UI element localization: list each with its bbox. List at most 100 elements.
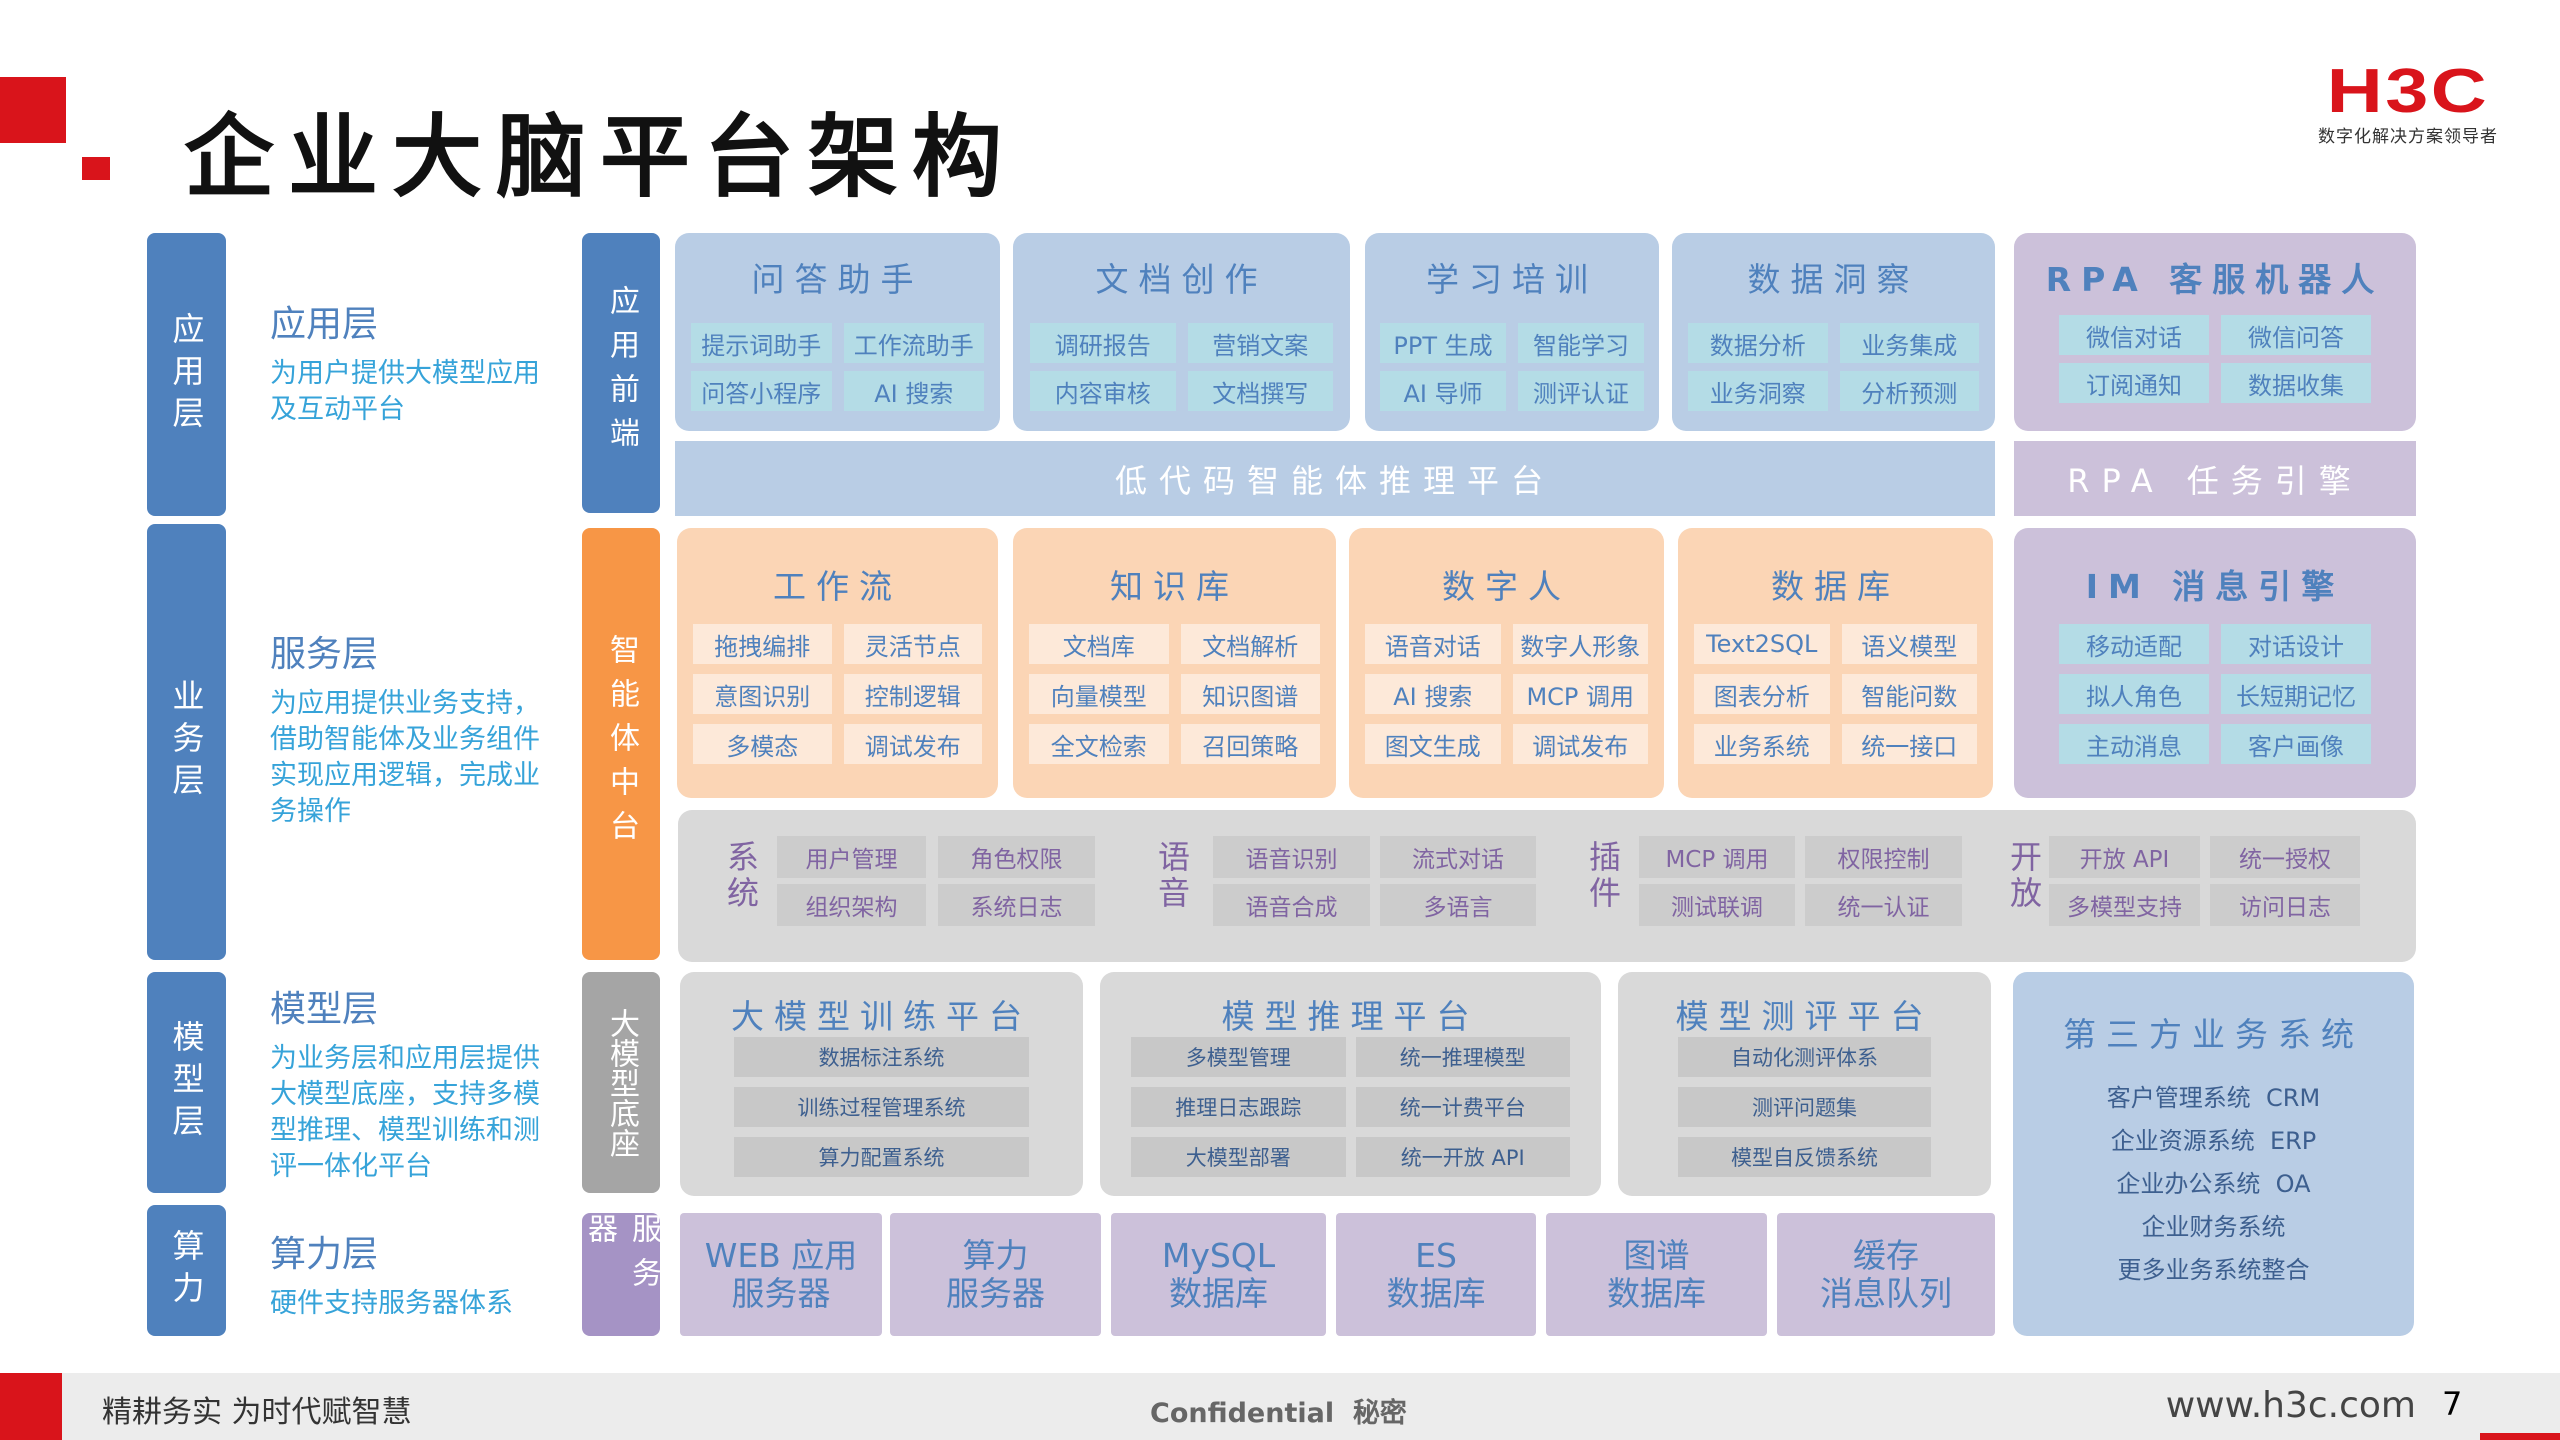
module-item[interactable]: 数字人形象 bbox=[1512, 624, 1648, 664]
module-item[interactable]: PPT 生成 bbox=[1380, 323, 1506, 363]
capability-item[interactable]: 流式对话 bbox=[1380, 836, 1536, 878]
module-item[interactable]: 拟人角色 bbox=[2059, 674, 2209, 714]
capability-item[interactable]: 权限控制 bbox=[1805, 836, 1962, 878]
layer-bar[interactable]: 模型层 bbox=[147, 972, 226, 1193]
module-item[interactable]: 模型自反馈系统 bbox=[1678, 1137, 1931, 1177]
module-item[interactable]: 测评问题集 bbox=[1678, 1087, 1931, 1127]
module-item[interactable]: 业务系统 bbox=[1694, 724, 1830, 764]
module-item[interactable]: 训练过程管理系统 bbox=[734, 1087, 1029, 1127]
module-item[interactable]: 向量模型 bbox=[1029, 674, 1169, 714]
layer-bar[interactable]: 业务层 bbox=[147, 524, 226, 960]
third-party-item[interactable]: 客户管理系统 CRM bbox=[2106, 1084, 2321, 1112]
module-item[interactable]: 统一开放 API bbox=[1355, 1137, 1570, 1177]
capability-item[interactable]: 多模型支持 bbox=[2049, 884, 2200, 926]
module-item[interactable]: 推理日志跟踪 bbox=[1131, 1087, 1346, 1127]
capability-item[interactable]: 组织架构 bbox=[777, 884, 926, 926]
server-box[interactable]: 图谱数据库 bbox=[1546, 1213, 1767, 1336]
module-item[interactable]: AI 搜索 bbox=[1365, 674, 1501, 714]
module-item[interactable]: 文档解析 bbox=[1180, 624, 1320, 664]
module-item[interactable]: 问答小程序 bbox=[691, 371, 832, 411]
module-item[interactable]: 自动化测评体系 bbox=[1678, 1037, 1931, 1077]
server-box[interactable]: 算力服务器 bbox=[890, 1213, 1101, 1336]
server-box[interactable]: 缓存消息队列 bbox=[1777, 1213, 1995, 1336]
rpa-engine-bar[interactable]: RPA 任务引擎 bbox=[2014, 441, 2416, 516]
capability-item[interactable]: 语音合成 bbox=[1213, 884, 1370, 926]
module-item[interactable]: 营销文案 bbox=[1187, 323, 1333, 363]
module-item[interactable]: 灵活节点 bbox=[843, 624, 982, 664]
capability-item[interactable]: 统一授权 bbox=[2210, 836, 2360, 878]
module-item[interactable]: 数据分析 bbox=[1688, 323, 1828, 363]
module-item[interactable]: 微信问答 bbox=[2221, 315, 2371, 355]
section-bar[interactable]: 服务器 bbox=[582, 1213, 661, 1336]
module-item[interactable]: 移动适配 bbox=[2059, 624, 2209, 664]
capability-item[interactable]: MCP 调用 bbox=[1639, 836, 1795, 878]
module-item[interactable]: 多模态 bbox=[693, 724, 832, 764]
module-item[interactable]: 统一推理模型 bbox=[1355, 1037, 1570, 1077]
section-bar[interactable]: 大模型底座 bbox=[582, 972, 660, 1193]
module-item[interactable]: 调试发布 bbox=[1512, 724, 1648, 764]
capability-item[interactable]: 系统日志 bbox=[938, 884, 1095, 926]
module-item[interactable]: 意图识别 bbox=[693, 674, 832, 714]
module-item[interactable]: 多模型管理 bbox=[1131, 1037, 1346, 1077]
module-item[interactable]: 语义模型 bbox=[1841, 624, 1977, 664]
module-item[interactable]: 客户画像 bbox=[2221, 724, 2371, 764]
layer-bar[interactable]: 算力 bbox=[147, 1205, 226, 1336]
module-item[interactable]: 内容审核 bbox=[1030, 371, 1176, 411]
module-item[interactable]: 知识图谱 bbox=[1180, 674, 1320, 714]
module-item[interactable]: AI 导师 bbox=[1380, 371, 1506, 411]
server-box[interactable]: WEB 应用服务器 bbox=[680, 1213, 882, 1336]
module-item[interactable]: 测评认证 bbox=[1518, 371, 1644, 411]
third-party-item[interactable]: 企业资源系统 ERP bbox=[2110, 1127, 2317, 1155]
module-item[interactable]: MCP 调用 bbox=[1512, 674, 1648, 714]
module-item[interactable]: 长短期记忆 bbox=[2221, 674, 2371, 714]
module-item[interactable]: 文档撰写 bbox=[1187, 371, 1333, 411]
module-item[interactable]: 数据收集 bbox=[2221, 363, 2371, 403]
module-item[interactable]: 统一计费平台 bbox=[1355, 1087, 1570, 1127]
module-item[interactable]: 语音对话 bbox=[1365, 624, 1501, 664]
module-item[interactable]: 调试发布 bbox=[843, 724, 982, 764]
module-item[interactable]: 调研报告 bbox=[1030, 323, 1176, 363]
section-bar[interactable]: 应用前端 bbox=[582, 233, 660, 513]
module-item[interactable]: 智能问数 bbox=[1841, 674, 1977, 714]
module-item[interactable]: 订阅通知 bbox=[2059, 363, 2209, 403]
module-item[interactable]: 主动消息 bbox=[2059, 724, 2209, 764]
third-party-item[interactable]: 更多业务系统整合 bbox=[2117, 1256, 2310, 1284]
section-bar[interactable]: 智能体中台 bbox=[582, 528, 660, 960]
capability-item[interactable]: 用户管理 bbox=[777, 836, 926, 878]
module-item[interactable]: 提示词助手 bbox=[691, 323, 832, 363]
lowcode-platform-bar[interactable]: 低代码智能体推理平台 bbox=[675, 441, 1995, 516]
capability-item[interactable]: 角色权限 bbox=[938, 836, 1095, 878]
module-item[interactable]: Text2SQL bbox=[1694, 624, 1830, 664]
module-item[interactable]: 智能学习 bbox=[1518, 323, 1644, 363]
module-item[interactable]: 全文检索 bbox=[1029, 724, 1169, 764]
module-item[interactable]: 拖拽编排 bbox=[693, 624, 832, 664]
module-item[interactable]: 分析预测 bbox=[1839, 371, 1979, 411]
third-party-item[interactable]: 企业办公系统 OA bbox=[2116, 1170, 2311, 1198]
module-item[interactable]: 微信对话 bbox=[2059, 315, 2209, 355]
module-item[interactable]: 算力配置系统 bbox=[734, 1137, 1029, 1177]
capability-item[interactable]: 访问日志 bbox=[2210, 884, 2360, 926]
capability-item[interactable]: 多语言 bbox=[1380, 884, 1536, 926]
module-item[interactable]: 业务洞察 bbox=[1688, 371, 1828, 411]
capability-item[interactable]: 开放 API bbox=[2049, 836, 2200, 878]
layer-bar[interactable]: 应用层 bbox=[147, 233, 226, 516]
footer-url[interactable]: www.h3c.com bbox=[2165, 1385, 2416, 1426]
module-item[interactable]: 召回策略 bbox=[1180, 724, 1320, 764]
module-item[interactable]: 业务集成 bbox=[1839, 323, 1979, 363]
module-item[interactable]: AI 搜索 bbox=[843, 371, 984, 411]
module-item[interactable]: 控制逻辑 bbox=[843, 674, 982, 714]
module-item[interactable]: 图文生成 bbox=[1365, 724, 1501, 764]
module-item[interactable]: 图表分析 bbox=[1694, 674, 1830, 714]
capability-item[interactable]: 统一认证 bbox=[1805, 884, 1962, 926]
module-item[interactable]: 大模型部署 bbox=[1131, 1137, 1346, 1177]
capability-item[interactable]: 测试联调 bbox=[1639, 884, 1795, 926]
third-party-item[interactable]: 企业财务系统 bbox=[2141, 1213, 2286, 1241]
module-item[interactable]: 对话设计 bbox=[2221, 624, 2371, 664]
module-item[interactable]: 文档库 bbox=[1029, 624, 1169, 664]
module-item[interactable]: 数据标注系统 bbox=[734, 1037, 1029, 1077]
module-item[interactable]: 统一接口 bbox=[1841, 724, 1977, 764]
capability-item[interactable]: 语音识别 bbox=[1213, 836, 1370, 878]
module-item[interactable]: 工作流助手 bbox=[843, 323, 984, 363]
